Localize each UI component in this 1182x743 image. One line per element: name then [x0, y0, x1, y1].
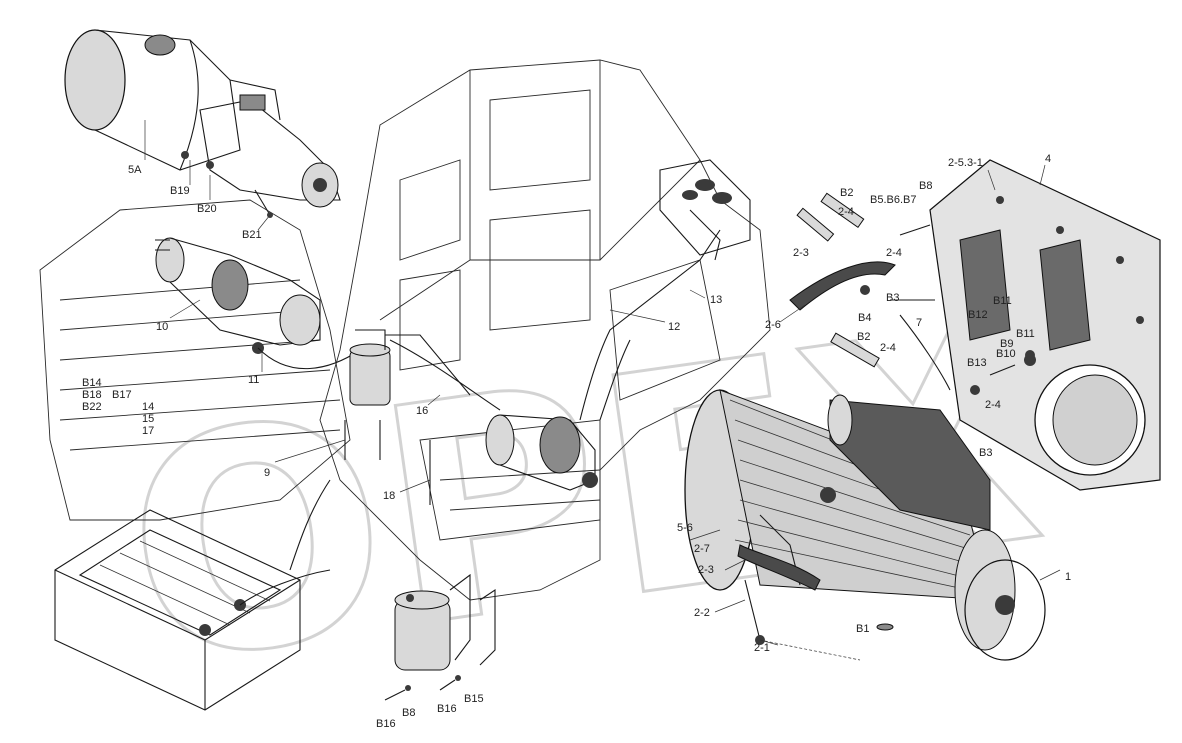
callout-b4: B4	[858, 312, 871, 324]
pedal-bracket	[659, 159, 751, 256]
callout-b16-right: B16	[437, 703, 457, 715]
engine-block	[319, 59, 771, 601]
starter-motor-center	[485, 414, 598, 491]
callout-14: 14	[142, 401, 154, 413]
callout-4: 4	[1045, 153, 1051, 165]
callout-b16-left: B16	[376, 718, 396, 730]
clamp-upper	[789, 192, 935, 311]
callout-b15: B15	[464, 693, 484, 705]
callout-b9: B9	[1000, 338, 1013, 350]
callout-b21: B21	[242, 229, 262, 241]
starter-motor-5a	[64, 29, 341, 218]
callout-b2-upper: B2	[840, 187, 853, 199]
callout-b17: B17	[112, 389, 132, 401]
callout-2-3-lower: 2-3	[698, 564, 714, 576]
callout-b19: B19	[170, 185, 190, 197]
callout-b14: B14	[82, 377, 102, 389]
callout-1: 1	[1065, 571, 1071, 583]
callout-9: 9	[264, 467, 270, 479]
callout-b11-upper: B11	[993, 295, 1012, 307]
callout-18: 18	[383, 490, 395, 502]
frame-left	[39, 199, 351, 521]
callout-2-7: 2-7	[694, 543, 710, 555]
callout-2-4-c: 2-4	[880, 342, 896, 354]
callout-5-6: 5-6	[677, 522, 693, 534]
wiring-harness	[289, 209, 721, 571]
starter-motor-10	[155, 237, 361, 370]
callout-7: 7	[916, 317, 922, 329]
callout-b20: B20	[197, 203, 217, 215]
flywheel-housing	[929, 159, 1161, 491]
callout-2-1: 2-1	[754, 642, 770, 654]
callout-2-5-3-1: 2-5.3-1	[948, 157, 983, 169]
relay-9	[344, 329, 471, 460]
callout-12: 12	[668, 321, 680, 333]
leader-lines	[144, 120, 1061, 646]
callout-b3-lower: B3	[979, 447, 992, 459]
callout-5a: 5A	[128, 164, 142, 176]
starter-motor-main	[684, 389, 1046, 661]
callout-b2-lower: B2	[857, 331, 870, 343]
relay-bottom	[384, 573, 496, 701]
callout-13: 13	[710, 294, 722, 306]
callout-2-4-d: 2-4	[985, 399, 1001, 411]
callout-b22: B22	[82, 401, 102, 413]
callout-2-6: 2-6	[765, 319, 781, 331]
callout-17: 17	[142, 425, 154, 437]
callout-labels: 5A B19 B20 B21 10 11 B14 B18 B22 B17 14 …	[82, 153, 1071, 730]
callout-b8-bottom: B8	[402, 707, 415, 719]
callout-b11-lower: B11	[1016, 328, 1035, 340]
callout-16: 16	[416, 405, 428, 417]
clamp-bottom	[737, 544, 894, 661]
clamp-lower	[830, 314, 1035, 395]
callout-2-4-a: 2-4	[838, 206, 854, 218]
callout-2-2: 2-2	[694, 607, 710, 619]
callout-11: 11	[248, 374, 259, 386]
callout-b13: B13	[967, 357, 987, 369]
battery	[54, 509, 331, 711]
callout-b3-upper: B3	[886, 292, 899, 304]
callout-10: 10	[156, 321, 168, 333]
callout-b5-b6-b7: B5.B6.B7	[870, 194, 916, 206]
callout-2-4-b: 2-4	[886, 247, 902, 259]
callout-b10: B10	[996, 348, 1016, 360]
callout-2-3-upper: 2-3	[793, 247, 809, 259]
callout-b12: B12	[968, 309, 988, 321]
callout-b18: B18	[82, 389, 102, 401]
callout-b8-right: B8	[919, 180, 932, 192]
callout-b1: B1	[856, 623, 869, 635]
callout-15: 15	[142, 413, 154, 425]
